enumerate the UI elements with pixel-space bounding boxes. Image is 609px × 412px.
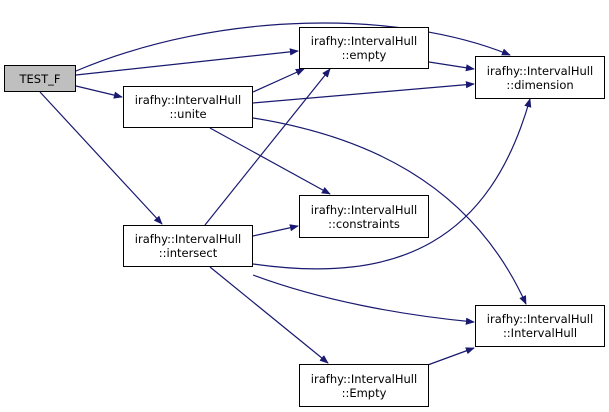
edge-test_f-to-unite — [75, 85, 123, 99]
edge-Empty-to-intervalhull — [424, 347, 475, 367]
node-intervalhull-empty-label-1: irafhy::IntervalHull — [310, 34, 418, 48]
edge-unite-to-empty — [252, 68, 305, 93]
edge-test_f-to-empty — [75, 48, 299, 76]
edge-unite-to-constraints — [209, 127, 331, 195]
node-intervalhull-empty-static-label-1: irafhy::IntervalHull — [310, 371, 418, 386]
edge-intersect-to-Empty — [209, 266, 329, 364]
edge-intersect-to-dimension — [252, 98, 532, 270]
node-intervalhull-unite[interactable]: irafhy::IntervalHull ::unite — [123, 86, 253, 128]
node-intervalhull-dimension-label-2: ::dimension — [506, 77, 574, 92]
node-intervalhull-intersect[interactable]: irafhy::IntervalHull ::intersect — [123, 225, 253, 267]
node-intervalhull-constraints-label-1: irafhy::IntervalHull — [310, 202, 418, 217]
node-intervalhull-intervalhull[interactable]: irafhy::IntervalHull ::IntervalHull — [475, 305, 605, 347]
node-intervalhull-dimension-label-1: irafhy::IntervalHull — [486, 63, 594, 78]
node-intervalhull-constraints[interactable]: irafhy::IntervalHull ::constraints — [299, 195, 429, 238]
node-intervalhull-intersect-label-1: irafhy::IntervalHull — [134, 232, 242, 246]
node-intervalhull-dimension[interactable]: irafhy::IntervalHull ::dimension — [475, 56, 605, 99]
edge-intersect-to-constraints — [252, 224, 299, 237]
node-test-f-label-1: TEST_F — [19, 71, 61, 86]
node-intervalhull-intervalhull-label-1: irafhy::IntervalHull — [486, 312, 594, 326]
node-intervalhull-constraints-label-2: ::constraints — [328, 216, 400, 231]
edge-unite-to-dimension — [252, 81, 475, 104]
node-intervalhull-empty-label-2: ::empty — [341, 48, 387, 62]
edge-intersect-to-intervalhull — [252, 274, 475, 325]
node-intervalhull-empty-static-label-2: ::Empty — [341, 385, 387, 400]
node-test-f: TEST_F — [4, 65, 76, 92]
edge-unite-to-intervalhull — [252, 117, 527, 305]
node-intervalhull-empty-static[interactable]: irafhy::IntervalHull ::Empty — [299, 364, 429, 407]
node-intervalhull-empty[interactable]: irafhy::IntervalHull ::empty — [299, 27, 429, 69]
node-intervalhull-intervalhull-label-2: ::IntervalHull — [502, 326, 578, 340]
node-intervalhull-unite-label-1: irafhy::IntervalHull — [134, 93, 242, 107]
edge-empty-to-dimension — [428, 61, 475, 72]
node-intervalhull-unite-label-2: ::unite — [169, 107, 207, 121]
edge-test_f-to-intersect — [39, 91, 163, 225]
edge-test_f-to-dimension — [75, 22, 511, 72]
edge-intersect-to-empty — [204, 68, 331, 226]
node-intervalhull-intersect-label-2: ::intersect — [158, 246, 218, 260]
